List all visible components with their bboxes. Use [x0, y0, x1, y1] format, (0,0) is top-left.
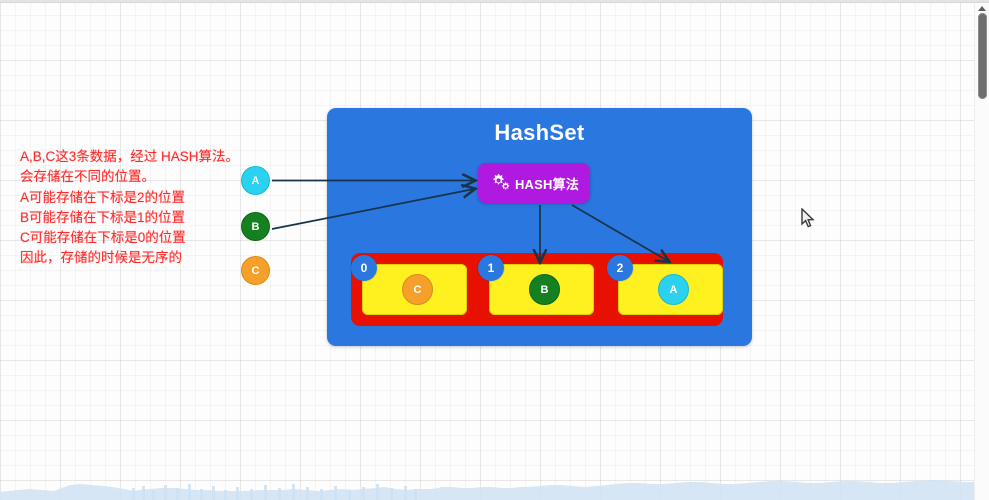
- input-token-c[interactable]: C: [241, 256, 270, 285]
- bucket-index-badge-2: 2: [607, 255, 633, 281]
- mouse-cursor-icon: [801, 208, 815, 228]
- annotation-note: A,B,C这3条数据，经过 HASH算法。 会存储在不同的位置。 A可能存储在下…: [20, 147, 275, 269]
- input-token-a[interactable]: A: [241, 166, 270, 195]
- hashset-title: HashSet: [494, 120, 585, 145]
- bucket-index-badge-0: 0: [351, 255, 377, 281]
- note-line: B可能存储在下标是1的位置: [20, 209, 186, 225]
- stored-token-c-label: C: [413, 283, 422, 296]
- stored-token-b-label: B: [540, 283, 549, 296]
- note-line: 会存储在不同的位置。: [20, 169, 155, 185]
- audio-waveform-strip: [0, 480, 989, 500]
- input-token-b[interactable]: B: [241, 212, 270, 241]
- bucket-slot-0[interactable]: 0 C: [351, 255, 467, 315]
- vertical-scrollbar-thumb[interactable]: [978, 13, 987, 99]
- input-token-c-label: C: [251, 264, 260, 277]
- hash-algorithm-chip[interactable]: HASH算法: [478, 163, 590, 203]
- stored-token-a-label: A: [669, 283, 678, 296]
- bucket-slot-2[interactable]: 2 A: [607, 255, 723, 315]
- note-line: A,B,C这3条数据，经过 HASH算法。: [20, 149, 240, 164]
- stored-token-b[interactable]: B: [529, 274, 560, 305]
- hash-algorithm-label: HASH算法: [514, 176, 580, 192]
- hashset-panel[interactable]: HashSet HASH算法 0 C: [327, 108, 752, 346]
- stored-token-c[interactable]: C: [402, 274, 433, 305]
- note-line: C可能存储在下标是0的位置: [20, 230, 186, 246]
- note-line: A可能存储在下标是2的位置: [20, 189, 186, 205]
- bucket-array: 0 C 1 B 2 A: [351, 253, 723, 326]
- gears-icon: [489, 171, 511, 196]
- scroll-up-arrow-icon[interactable]: [978, 6, 986, 11]
- bucket-index-badge-1: 1: [478, 255, 504, 281]
- input-token-b-label: B: [251, 220, 260, 233]
- vertical-scrollbar-track[interactable]: [974, 4, 989, 500]
- stored-token-a[interactable]: A: [658, 274, 689, 305]
- input-token-a-label: A: [251, 174, 260, 187]
- note-line: 因此，存储的时候是无序的: [20, 250, 182, 266]
- viewport-top-rule: [0, 0, 989, 3]
- bucket-slot-1[interactable]: 1 B: [478, 255, 594, 315]
